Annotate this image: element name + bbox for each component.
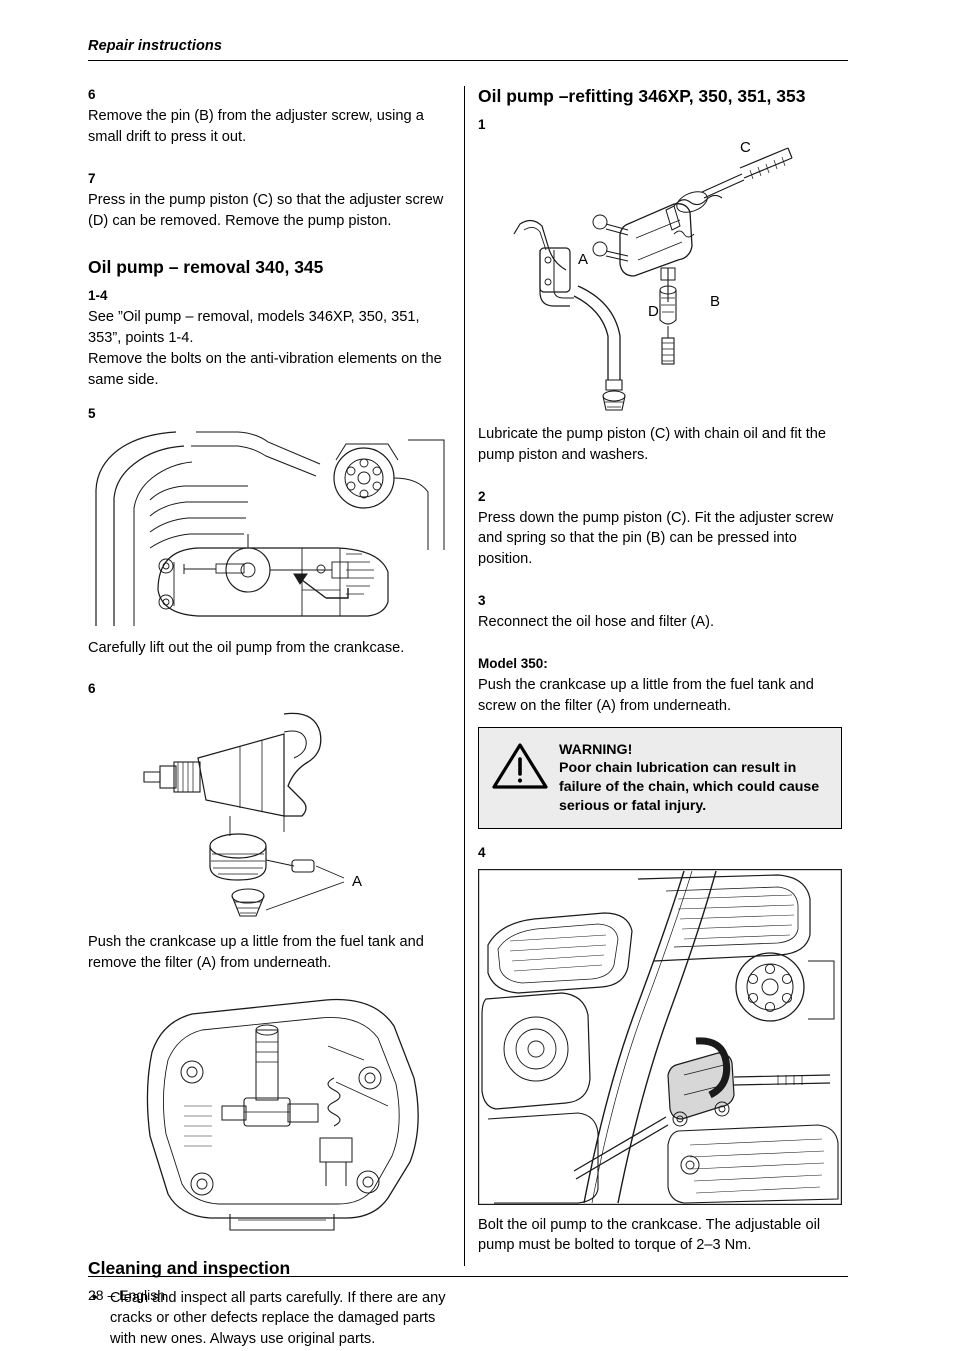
step-number-1: 1 — [478, 116, 486, 132]
warning-box: WARNING! Poor chain lubrication can resu… — [478, 726, 842, 830]
column-divider — [464, 86, 465, 1266]
footer-divider — [88, 1276, 848, 1277]
step-number-1-4: 1-4 — [88, 288, 108, 304]
header-divider — [88, 60, 848, 61]
model-heading-350: Model 350: — [478, 655, 548, 671]
warning-title: WARNING! — [559, 741, 633, 758]
page-footer: 28 – English — [88, 1287, 166, 1303]
warning-triangle-icon — [491, 741, 549, 791]
step-number-4: 4 — [478, 845, 486, 861]
figure-caption-5: Carefully lift out the oil pump from the… — [88, 639, 405, 656]
step-text-1-4: See ”Oil pump – removal, models 346XP, 3… — [88, 309, 442, 388]
figure-label-b: B — [710, 293, 720, 310]
page-header: Repair instructions — [88, 38, 848, 61]
right-column: Oil pump –refitting 346XP, 350, 351, 353… — [478, 86, 842, 1256]
section-heading-oil-pump-refitting: Oil pump –refitting 346XP, 350, 351, 353 — [478, 86, 806, 106]
section-heading-oil-pump-removal: Oil pump – removal 340, 345 — [88, 257, 324, 278]
figure-crankcase-underside — [88, 986, 452, 1236]
step-number-7: 7 — [88, 170, 96, 186]
step-text-2: Press down the pump piston (C). Fit the … — [478, 509, 834, 568]
step-number-2: 2 — [478, 488, 486, 504]
figure-label-c: C — [740, 139, 751, 156]
step-number-5: 5 — [88, 406, 96, 422]
step-text-6: Remove the pin (B) from the adjuster scr… — [88, 108, 424, 145]
step-text-1: Lubricate the pump piston (C) with chain… — [478, 426, 827, 463]
step-text-3: Reconnect the oil hose and filter (A). — [478, 614, 715, 631]
figure-oil-pump-crankcase — [88, 430, 452, 628]
step-text-7: Press in the pump piston (C) so that the… — [88, 191, 444, 229]
model-text-350: Push the crankcase up a little from the … — [478, 677, 814, 714]
figure-oil-pump-exploded: C A B D — [478, 130, 842, 418]
figure-caption-6: Push the crankcase up a little from the … — [88, 934, 424, 972]
list-item: Clean and inspect all parts carefully. I… — [88, 1288, 452, 1350]
figure-engine-oil-pump — [478, 868, 842, 1205]
figure-oil-filter-assembly: A — [88, 704, 452, 924]
figure-label-a: A — [352, 873, 362, 890]
step-number-6b: 6 — [88, 681, 96, 697]
header-title: Repair instructions — [88, 38, 223, 54]
left-column: 6 Remove the pin (B) from the adjuster s… — [88, 86, 452, 1351]
figure-label-a: A — [578, 251, 588, 268]
warning-message: Poor chain lubrication can result in fai… — [559, 760, 820, 814]
figure-label-d: D — [648, 303, 659, 320]
cleaning-bullet-list: Clean and inspect all parts carefully. I… — [88, 1288, 452, 1351]
section-heading-cleaning-inspection: Cleaning and inspection — [88, 1257, 291, 1278]
step-number-6: 6 — [88, 87, 96, 102]
figure-caption-4: Bolt the oil pump to the crankcase. The … — [478, 1216, 821, 1254]
step-number-3: 3 — [478, 592, 486, 608]
